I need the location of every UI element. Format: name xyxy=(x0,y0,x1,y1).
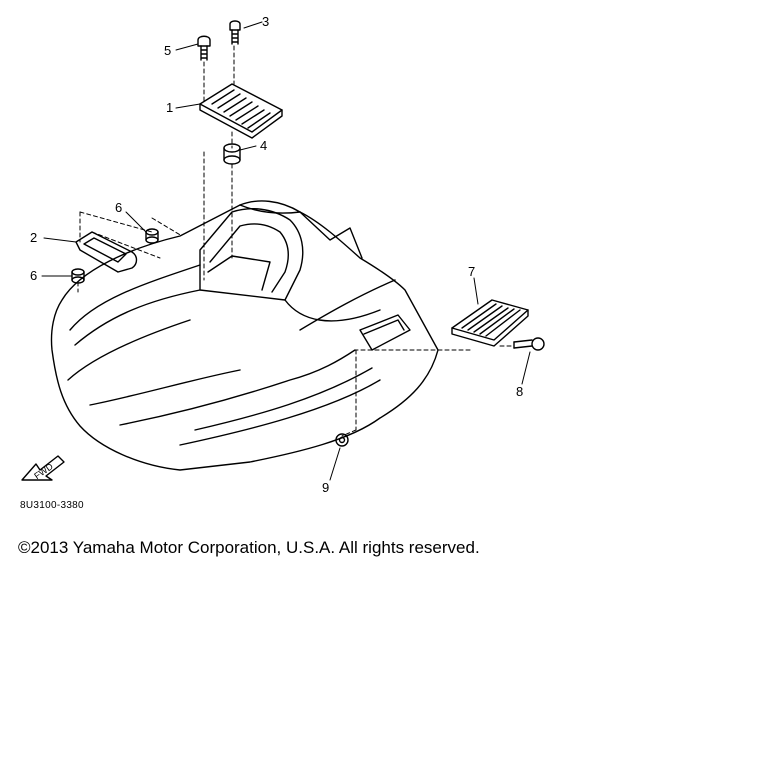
screw-part-5 xyxy=(197,35,211,61)
callout-1: 1 xyxy=(166,100,173,115)
leader-lines xyxy=(41,21,531,481)
side-pad xyxy=(75,231,138,273)
hood-cowling xyxy=(50,200,439,471)
vent-grille-side xyxy=(451,299,529,347)
callout-4: 4 xyxy=(260,138,267,153)
vent-grille-top xyxy=(199,83,283,139)
callout-3: 3 xyxy=(262,14,269,29)
callout-8: 8 xyxy=(516,384,523,399)
fwd-arrow xyxy=(21,455,65,481)
callout-9: 9 xyxy=(322,480,329,495)
bolt-part-8 xyxy=(513,337,545,351)
copyright-notice: ©2013 Yamaha Motor Corporation, U.S.A. A… xyxy=(18,538,480,557)
assembly-lines xyxy=(77,45,515,437)
diagram-part-code: 8U3100-3380 xyxy=(20,500,84,511)
screw-part-3 xyxy=(229,20,241,45)
nut-part-9 xyxy=(335,433,349,447)
callout-6-upper: 6 xyxy=(115,200,122,215)
callout-6-lower: 6 xyxy=(30,268,37,283)
grommet-part-6-upper xyxy=(145,228,159,244)
callout-2: 2 xyxy=(30,230,37,245)
callout-labels: 1 2 3 4 5 6 6 7 8 9 FWD xyxy=(30,14,523,495)
exploded-parts-diagram: 1 2 3 4 5 6 6 7 8 9 FWD xyxy=(21,14,545,495)
callout-7: 7 xyxy=(468,264,475,279)
callout-5: 5 xyxy=(164,43,171,58)
